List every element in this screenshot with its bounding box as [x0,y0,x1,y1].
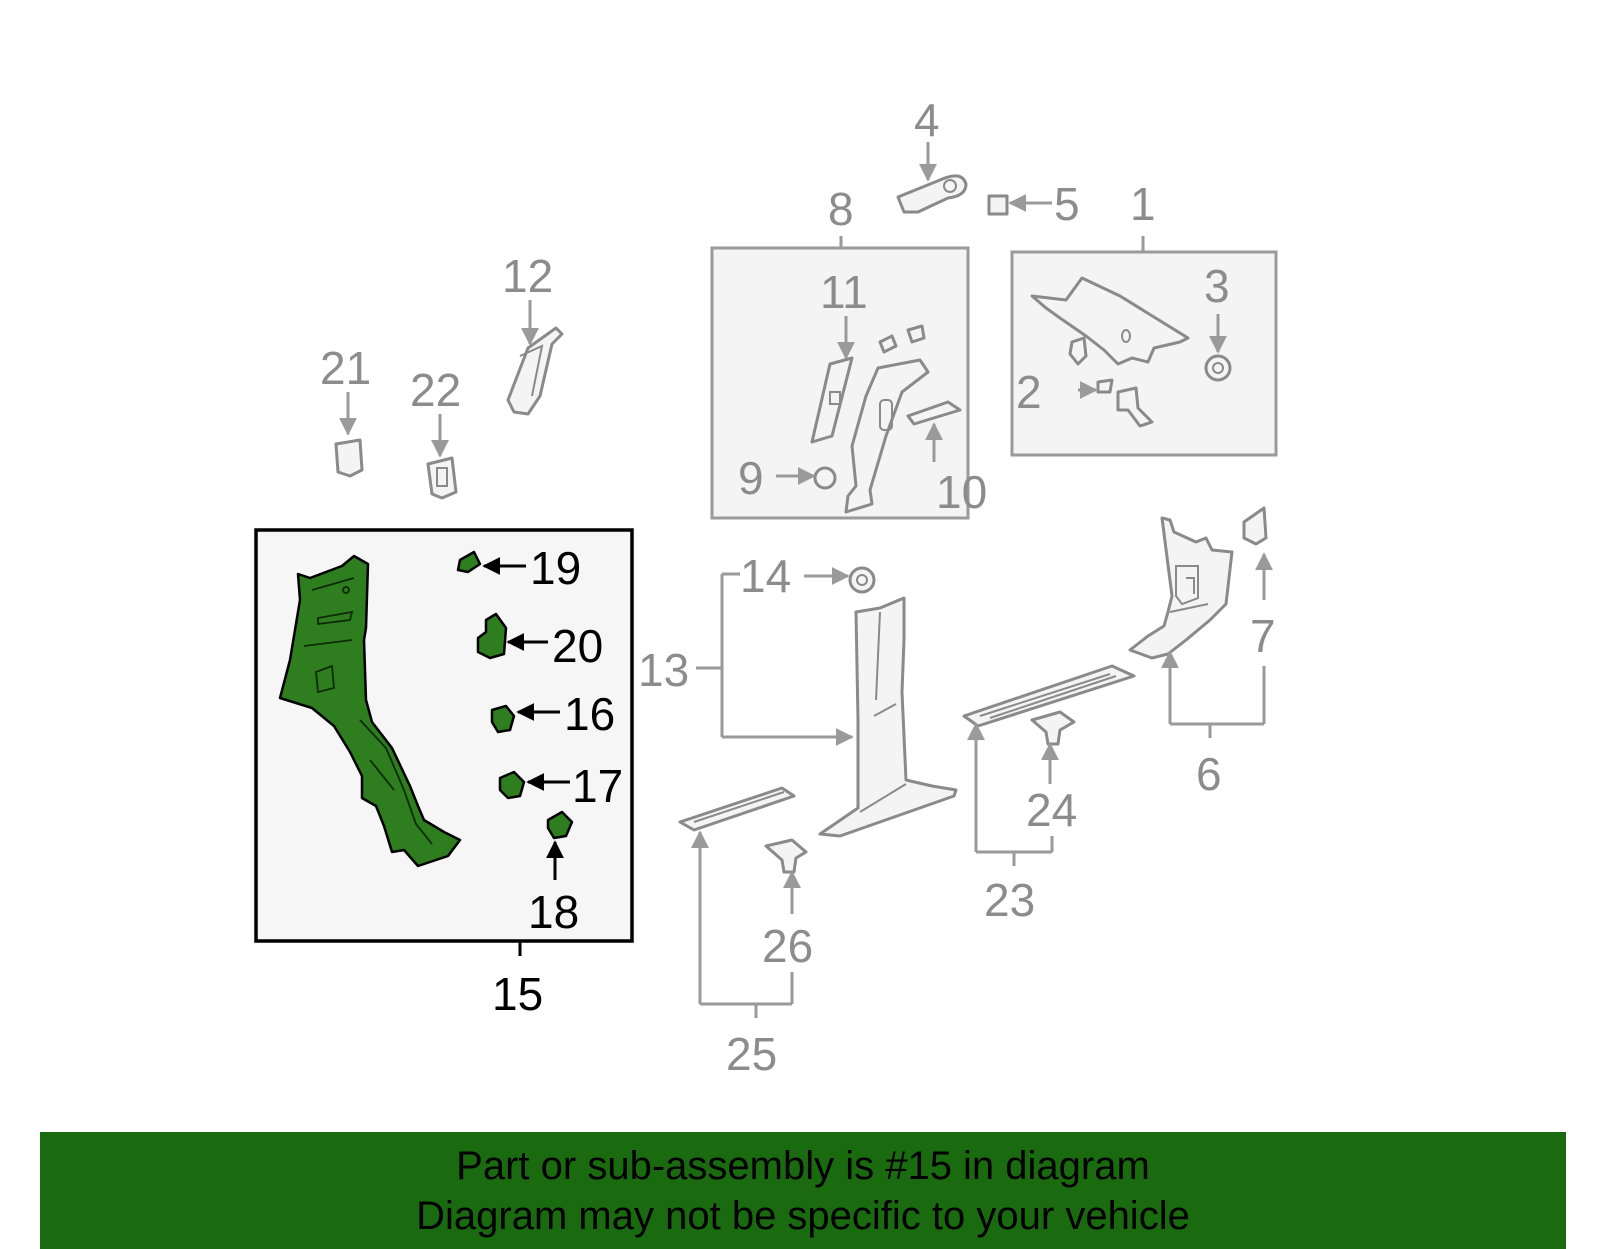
callout-5[interactable]: 5 [1054,178,1080,230]
part-11-trim-strip[interactable] [810,356,854,444]
callout-2[interactable]: 2 [1016,366,1042,418]
part-17-clip[interactable] [498,770,526,800]
callout-15[interactable]: 15 [492,968,543,1020]
part-18-clip[interactable] [546,810,574,840]
callout-19[interactable]: 19 [530,542,581,594]
callout-20[interactable]: 20 [552,620,603,672]
callout-26[interactable]: 26 [762,920,813,972]
callout-11[interactable]: 11 [820,266,868,318]
banner-line-2: Diagram may not be specific to your vehi… [416,1193,1190,1238]
info-banner: Part or sub-assembly is #15 in diagram D… [40,1132,1566,1249]
part-8-pillar-trim[interactable] [844,324,930,514]
part-2-fastener[interactable] [1068,336,1154,428]
part-24-clip[interactable] [1030,710,1076,746]
part-9-nut[interactable] [813,466,837,490]
part-3-clip[interactable] [1204,354,1232,382]
part-5-clip[interactable] [987,194,1009,216]
callout-21[interactable]: 21 [320,342,371,394]
part-26-clip[interactable] [764,838,808,874]
callout-6[interactable]: 6 [1196,748,1222,800]
part-13-pillar-trim[interactable] [818,596,958,838]
part-12-trim-piece[interactable] [506,326,564,416]
callout-22[interactable]: 22 [410,364,461,416]
part-1-pillar-trim[interactable] [1030,276,1190,366]
callout-12[interactable]: 12 [502,250,553,302]
callout-3[interactable]: 3 [1204,260,1230,312]
callout-18[interactable]: 18 [528,886,579,938]
callout-25[interactable]: 25 [726,1028,777,1080]
callout-24[interactable]: 24 [1026,784,1077,836]
part-6-pillar-trim[interactable] [1128,516,1234,660]
part-10-bracket[interactable] [906,400,962,426]
callout-8[interactable]: 8 [828,183,854,235]
callout-10[interactable]: 10 [936,466,987,518]
part-25-sill-plate[interactable] [678,786,796,832]
callout-9[interactable]: 9 [738,452,764,504]
callout-7[interactable]: 7 [1250,610,1276,662]
callout-14[interactable]: 14 [740,550,791,602]
part-14-clip[interactable] [848,566,876,594]
part-4-assist-handle[interactable] [896,174,968,214]
banner-line-1: Part or sub-assembly is #15 in diagram [456,1143,1150,1188]
part-22-clip[interactable] [426,456,458,500]
part-19-clip[interactable] [456,550,482,574]
part-15-pillar-trim-panel[interactable] [278,554,462,868]
part-20-clip[interactable] [476,612,508,660]
callout-13[interactable]: 13 [638,644,689,696]
callout-1[interactable]: 1 [1130,178,1156,230]
callout-16[interactable]: 16 [564,688,615,740]
callout-17[interactable]: 17 [572,760,623,812]
part-16-clip[interactable] [490,704,516,734]
part-7-clip[interactable] [1242,506,1268,546]
callout-23[interactable]: 23 [984,874,1035,926]
part-21-clip[interactable] [334,438,364,478]
callout-4[interactable]: 4 [914,94,940,146]
